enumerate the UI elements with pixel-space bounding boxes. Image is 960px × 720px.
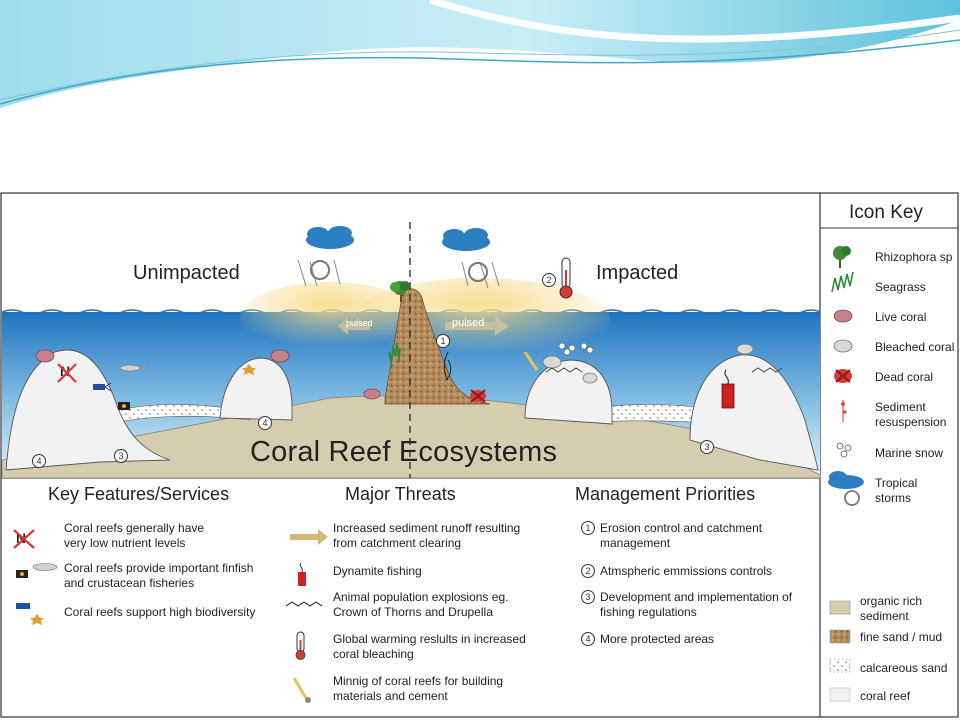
- title-unimpacted: Unimpacted: [133, 262, 240, 284]
- mgmt-number-2: 2: [581, 564, 595, 578]
- svg-text:N: N: [16, 530, 26, 546]
- threat-item-warming: Global warming reslults in increased cor…: [333, 632, 526, 661]
- threat-item-mining: Minnig of coral reefs for building mater…: [333, 674, 504, 703]
- list-cots-icon: [285, 601, 323, 607]
- label-pulsed-right: pulsed: [452, 317, 485, 329]
- key-label-calcareous-sand: calcareous sand: [860, 661, 948, 675]
- list-mining-icon: [292, 677, 308, 699]
- live-coral-1: [35, 349, 55, 363]
- threat-item-sediment: Increased sediment runoff resulting from…: [333, 521, 521, 550]
- fish-school: [119, 364, 145, 372]
- threat-item-dynamite: Dynamite fishing: [333, 564, 422, 578]
- marine-snow-cluster: [558, 342, 594, 356]
- feature-item-nutrients: Coral reefs generally have very low nutr…: [64, 521, 205, 550]
- rhizophora-tree: [390, 281, 410, 302]
- bleached-coral-3: [582, 372, 598, 384]
- list-sediment-arrow-icon: [290, 529, 328, 545]
- key-fine-sand-swatch: [829, 629, 851, 644]
- header-wave-decoration: [0, 0, 960, 108]
- bleached-coral-1: [542, 355, 562, 369]
- catchment-island: [384, 288, 491, 405]
- feature-item-biodiversity: Coral reefs support high biodiversity: [64, 605, 256, 619]
- label-pulsed-left: pulsed: [346, 318, 373, 328]
- list-dynamite-icon: [298, 562, 306, 586]
- mgmt-item-fishing: Development and implementation of fishin…: [600, 590, 793, 619]
- list-biodiversity-icon: [16, 603, 44, 625]
- tropical-storm-left: [297, 226, 354, 287]
- key-tropical-storm-icon: [828, 471, 864, 506]
- live-coral-3: [363, 388, 381, 400]
- title-impacted: Impacted: [596, 262, 679, 284]
- dead-coral-mark: [470, 389, 486, 403]
- key-label-organic-sediment: organic rich sediment: [860, 594, 923, 623]
- heading-management-priorities: Management Priorities: [575, 484, 756, 504]
- threat-item-population: Animal population explosions eg. Crown o…: [333, 590, 509, 619]
- marker-2-scene: 2: [542, 273, 556, 287]
- key-rhizophora-icon: [833, 246, 851, 268]
- key-label-sediment-resuspension: Sediment resuspension: [875, 400, 947, 429]
- mgmt-number-1: 1: [581, 521, 595, 535]
- key-label-dead-coral: Dead coral: [875, 370, 934, 384]
- mgmt-item-protected: More protected areas: [600, 632, 715, 646]
- marker-4-scene-a: 4: [258, 416, 272, 430]
- key-label-seagrass: Seagrass: [875, 280, 926, 294]
- key-coral-reef-swatch: [829, 687, 851, 702]
- mining-shovel: [523, 351, 539, 371]
- list-fisheries-icon: [16, 563, 58, 578]
- key-bleached-coral-icon: [833, 339, 853, 353]
- no-nutrient-marker: N: [57, 363, 77, 383]
- key-label-marine-snow: Marine snow: [875, 446, 944, 460]
- key-dead-coral-icon: [834, 369, 852, 383]
- bleached-coral-2: [736, 343, 754, 355]
- marker-3-scene-a: 3: [114, 449, 128, 463]
- title-coral-reef-ecosystems: Coral Reef Ecosystems: [250, 436, 558, 468]
- key-marine-snow-icon: [836, 442, 852, 458]
- feature-item-fisheries: Coral reefs provide important finfish an…: [64, 561, 254, 590]
- key-calcareous-sand-swatch: [829, 658, 851, 673]
- key-label-bleached-coral: Bleached coral: [875, 340, 955, 354]
- biodiversity-cluster: [93, 364, 256, 410]
- heading-key-features: Key Features/Services: [48, 484, 230, 504]
- marker-4-scene-b: 4: [32, 454, 46, 468]
- key-label-rhizophora: Rhizophora sp: [875, 250, 953, 264]
- key-live-coral-icon: [833, 309, 853, 323]
- reef-outer-unimpacted: [5, 349, 171, 471]
- icon-key-title: Icon Key: [849, 202, 923, 223]
- mgmt-item-emissions: Atmspheric emmissions controls: [600, 564, 773, 578]
- crown-of-thorns: [545, 367, 783, 373]
- key-label-live-coral: Live coral: [875, 310, 927, 324]
- key-label-fine-sand: fine sand / mud: [860, 630, 943, 644]
- mgmt-number-4: 4: [581, 632, 595, 646]
- dynamite-stick: [721, 369, 735, 409]
- reef-inner-unimpacted: [219, 357, 293, 421]
- mgmt-number-3: 3: [581, 590, 595, 604]
- seagrass-left: [388, 342, 401, 367]
- tropical-storm-right: [442, 228, 500, 289]
- list-thermometer-icon: [295, 631, 306, 660]
- marker-3-scene-b: 3: [700, 440, 714, 454]
- key-label-tropical-storms: Tropical storms: [875, 476, 918, 505]
- live-coral-2: [270, 349, 290, 363]
- key-organic-sediment-swatch: [829, 600, 851, 615]
- key-label-coral-reef: coral reef: [860, 689, 911, 703]
- key-seagrass-icon: [831, 271, 854, 293]
- mgmt-item-erosion: Erosion control and catchment management: [600, 521, 763, 550]
- thermometer-warming: [559, 257, 573, 299]
- heading-major-threats: Major Threats: [345, 484, 456, 504]
- marker-1-scene: 1: [436, 334, 450, 348]
- list-no-nutrient-icon: N: [13, 529, 35, 549]
- key-sediment-resuspension-icon: [841, 400, 847, 422]
